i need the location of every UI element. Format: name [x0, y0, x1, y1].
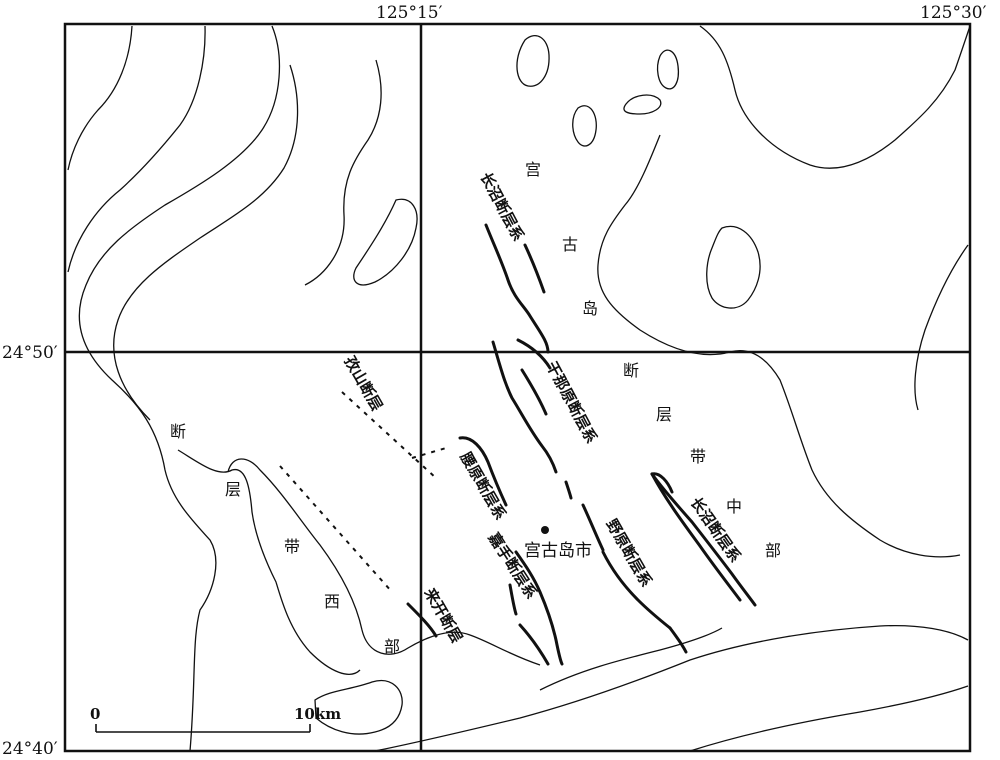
contour-line — [78, 25, 280, 752]
region-char: 断 — [623, 361, 639, 380]
contour-line — [227, 458, 541, 666]
scale-bar-start-label: 0 — [90, 705, 100, 723]
region-char: 带 — [690, 447, 706, 466]
contour-line — [699, 25, 971, 169]
contour-line — [689, 685, 969, 752]
contour-line — [177, 449, 361, 675]
region-char: 层 — [656, 405, 672, 424]
inferred-fault-laikai — [279, 465, 393, 593]
contour-line — [572, 105, 597, 147]
contour-line — [623, 94, 662, 115]
fault-trace-jiashou-short — [508, 583, 518, 616]
region-char: 断 — [170, 422, 186, 441]
fault-label-laikai: 来开断层 — [420, 584, 466, 646]
region-char: 中 — [726, 497, 742, 516]
contour-line — [706, 225, 761, 309]
scale-bar: 0 10km — [90, 705, 341, 733]
fault-trace-changzhao-south-west — [650, 472, 742, 602]
fault-label-ganna: 干那原断层系 — [542, 358, 600, 446]
city-label: 宫古岛市 — [524, 541, 592, 561]
fault-trace-ganna-short — [564, 480, 573, 500]
contour-line — [314, 680, 403, 735]
fault-trace-yeyuan-south — [668, 626, 688, 654]
scale-bar-end-label: 10km — [294, 705, 341, 723]
fault-label-changzhao-north: 长沼断层系 — [476, 169, 527, 244]
map-frame — [63, 22, 972, 753]
contour-line — [113, 64, 299, 421]
central-belt-label: 宫 古 岛 断 层 带 中 部 — [525, 160, 781, 560]
fault-trace-ganna-inner — [520, 368, 548, 416]
fault-trace-jiashou-west — [518, 623, 550, 666]
city-marker — [541, 526, 549, 534]
contour-line — [353, 198, 418, 286]
region-char: 部 — [384, 637, 400, 656]
inferred-fault-fushan — [341, 391, 437, 479]
fault-trace-changzhao-south — [650, 472, 757, 607]
contour-line — [67, 25, 133, 171]
fault-trace-changzhao-south-top — [650, 472, 674, 494]
contour-line — [516, 35, 550, 87]
region-char: 宫 — [525, 160, 541, 179]
inferred-fault-fushan-link — [411, 447, 447, 459]
lat-label-24-50: 24°50′ — [2, 343, 58, 363]
fault-trace-changzhao-north-segment — [523, 243, 546, 294]
fault-label-yeyuan: 野原断层系 — [603, 516, 656, 590]
lon-label-125-30: 125°30′ — [920, 3, 987, 23]
region-char: 西 — [324, 592, 340, 611]
fault-trace-ganna-west — [491, 340, 558, 474]
contour-line — [914, 244, 969, 411]
fault-trace-laikai — [406, 602, 438, 638]
region-char: 层 — [225, 480, 241, 499]
contour-line — [597, 134, 961, 558]
fault-traces — [406, 223, 757, 666]
contour-lines — [67, 25, 971, 752]
region-char: 岛 — [582, 299, 598, 318]
fault-trace-yeyuan — [601, 550, 672, 630]
lon-label-125-15: 125°15′ — [376, 3, 443, 23]
contour-line — [304, 59, 382, 286]
contour-line — [374, 624, 969, 752]
region-char: 古 — [562, 235, 578, 254]
region-char: 带 — [284, 537, 300, 556]
lat-label-24-40: 24°40′ — [2, 739, 58, 759]
contour-line — [539, 627, 723, 691]
fault-trace-ganna-east — [516, 338, 552, 370]
fault-trace-jiashou — [514, 550, 564, 666]
fault-trace-changzhao-north — [484, 223, 550, 354]
fault-trace-fuyuan — [458, 436, 508, 507]
inferred-faults — [279, 391, 447, 593]
fault-label-fuyuan: 腰原断层系 — [456, 448, 510, 523]
contour-line — [67, 25, 206, 273]
fault-trace-yeyuan-north — [581, 503, 605, 552]
region-char: 部 — [765, 541, 781, 560]
contour-line — [656, 49, 680, 90]
western-belt-label: 断 层 带 西 部 — [170, 422, 400, 656]
fault-label-fushan: 孜山断层 — [341, 353, 387, 414]
